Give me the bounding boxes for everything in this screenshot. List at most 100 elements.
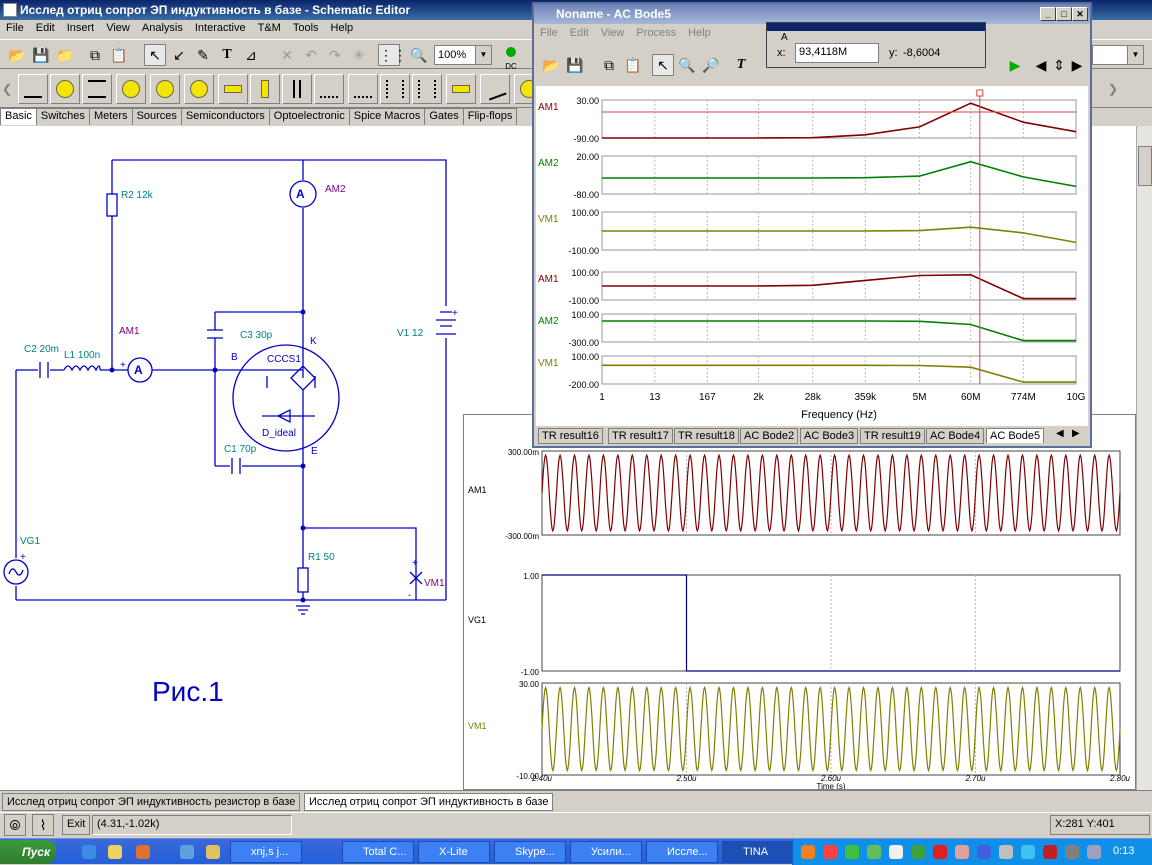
ammeter-am1[interactable] (127, 357, 153, 383)
maximize-button[interactable]: □ (1056, 7, 1072, 21)
tray-icon-11[interactable] (1021, 845, 1035, 859)
tab-meters[interactable]: Meters (88, 108, 133, 125)
cursor-readout[interactable]: A x: 93,4118M y: -8,6004 (766, 22, 986, 68)
delete-icon[interactable]: ✕ (281, 47, 293, 63)
tray-icon-8[interactable] (955, 845, 969, 859)
ammeter-am2[interactable] (289, 180, 317, 208)
text-icon[interactable]: T (736, 57, 746, 72)
ie-icon[interactable] (82, 845, 96, 859)
tab-optoelectronic[interactable]: Optoelectronic (268, 108, 350, 125)
undo-icon[interactable]: ↶ (305, 47, 317, 63)
menu-insert[interactable]: Insert (66, 22, 95, 34)
task-xnjs[interactable]: xnj,s j... (230, 841, 302, 863)
zoom-out-icon[interactable]: 🔎 (702, 57, 720, 73)
line-tool-icon[interactable]: ⊿ (245, 47, 257, 63)
resistor-icon[interactable] (218, 74, 248, 104)
zoom-icon[interactable]: 🔍 (410, 47, 428, 63)
select-arrow-icon[interactable]: ↖ (144, 44, 166, 66)
menu-help[interactable]: Help (330, 22, 354, 34)
diagram-icon[interactable]: ⌇ (32, 814, 54, 836)
menu-analysis[interactable]: Analysis (141, 22, 183, 34)
open-icon[interactable]: 📂 (542, 57, 560, 73)
potentiometer-icon[interactable] (250, 74, 280, 104)
zoom-in-icon[interactable]: 🔍 (678, 57, 696, 73)
tray-icon-5[interactable] (889, 845, 903, 859)
open-icon[interactable]: 📂 (8, 47, 26, 63)
switch-icon[interactable] (480, 74, 510, 104)
ground-icon[interactable] (18, 74, 48, 104)
tab-scroll-right-icon[interactable]: ▶ (1072, 428, 1080, 439)
capacitor-c1[interactable] (215, 458, 303, 474)
open-folder-icon[interactable]: 📁 (56, 47, 74, 63)
start-button[interactable]: Пуск (0, 840, 56, 864)
tab-tr-result18[interactable]: TR result18 (674, 428, 739, 444)
bode-menu-file[interactable]: File (540, 27, 558, 39)
resistor-r2[interactable] (106, 193, 118, 217)
voltmeter-vm1[interactable] (409, 571, 423, 585)
bode-menu-view[interactable]: View (600, 27, 625, 39)
capacitor-c2[interactable] (39, 362, 49, 378)
save-icon[interactable]: 💾 (32, 47, 50, 63)
task-total[interactable]: Total C... (342, 841, 414, 863)
doc-tab-1[interactable]: Исслед отриц сопрот ЭП индуктивность рез… (2, 793, 301, 811)
generator-vg1[interactable] (3, 559, 29, 585)
tab-ac-bode5[interactable]: AC Bode5 (986, 428, 1045, 443)
menu-file[interactable]: File (6, 22, 24, 34)
inductor-l1[interactable] (63, 365, 101, 372)
cursor-right-icon[interactable]: ▶ (1071, 57, 1083, 73)
doc-tab-2[interactable]: Исслед отриц сопрот ЭП индуктивность в б… (304, 793, 554, 811)
cccs-arrows[interactable] (266, 376, 316, 388)
zoom-select[interactable]: 100%▼ (434, 45, 492, 65)
tray-icon-6[interactable] (911, 845, 925, 859)
tray-icon-1[interactable] (801, 845, 815, 859)
capacitor-c3[interactable] (207, 311, 303, 466)
tab-ac-bode2[interactable]: AC Bode2 (740, 428, 799, 444)
cursor-x-field[interactable]: 93,4118M (795, 43, 879, 63)
close-button[interactable]: ✕ (1072, 7, 1088, 21)
diode-d-ideal[interactable] (262, 408, 315, 424)
grid-icon[interactable]: ⋮⋮ (378, 44, 407, 66)
battery-v1[interactable] (436, 311, 456, 335)
inductor-icon[interactable] (314, 74, 344, 104)
coupled-inductor-icon[interactable] (348, 74, 378, 104)
save-icon[interactable]: 💾 (566, 57, 584, 73)
vertical-scrollbar[interactable] (1136, 126, 1152, 790)
tab-tr-result16[interactable]: TR result16 (538, 428, 603, 444)
capacitor-icon[interactable] (282, 74, 312, 104)
bode-menu-edit[interactable]: Edit (569, 27, 589, 39)
copy-icon[interactable]: ⧉ (604, 57, 614, 73)
tab-ac-bode3[interactable]: AC Bode3 (800, 428, 859, 444)
tab-gates[interactable]: Gates (424, 108, 464, 125)
copy-icon[interactable]: ⧉ (90, 47, 100, 63)
cursor-left-icon[interactable]: ◀ (1035, 57, 1047, 73)
task-skype[interactable]: Skype... (494, 841, 566, 863)
exit-button[interactable]: Exit (62, 815, 91, 835)
tray-icon-9[interactable] (977, 845, 991, 859)
bode-menu-help[interactable]: Help (688, 27, 711, 39)
menu-tools[interactable]: Tools (292, 22, 319, 34)
cursor-updown-icon[interactable]: ⇕ (1053, 57, 1065, 73)
voltmeter-icon[interactable] (150, 74, 180, 104)
select-arrow-icon[interactable]: ↖ (652, 54, 674, 76)
task-issle[interactable]: Иссле... (646, 841, 718, 863)
tab-scroll-left-icon[interactable]: ◀ (1056, 428, 1064, 439)
tab-basic[interactable]: Basic (0, 108, 37, 125)
tray-icon-3[interactable] (845, 845, 859, 859)
cccs-outline[interactable] (232, 344, 340, 452)
wire-icon[interactable]: ↙ (173, 47, 185, 63)
tab-switches[interactable]: Switches (35, 108, 90, 125)
tab-ac-bode4[interactable]: AC Bode4 (926, 428, 985, 444)
scroll-right-icon[interactable]: ❯ (1108, 82, 1119, 96)
mode-icon[interactable]: ⦾ (4, 814, 26, 836)
wire-top[interactable] (112, 159, 447, 306)
explorer-icon[interactable] (108, 845, 122, 859)
paste-icon[interactable]: 📋 (624, 57, 642, 73)
resistor-r1[interactable] (297, 567, 309, 593)
right-select[interactable]: ▼ (1092, 45, 1144, 65)
tab-sources[interactable]: Sources (131, 108, 182, 125)
task-xlite[interactable]: X-Lite (418, 841, 490, 863)
wire-emitter[interactable] (302, 466, 417, 600)
